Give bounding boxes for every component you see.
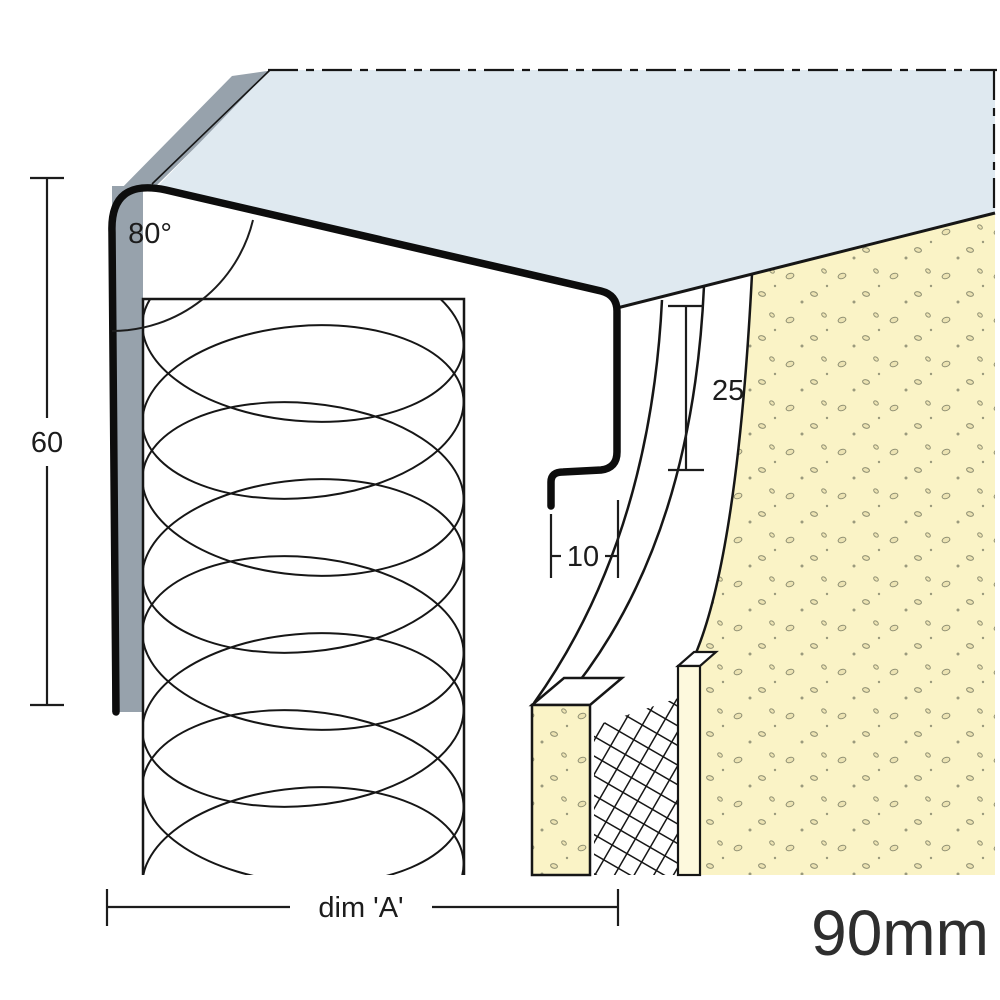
- width-dimension-label: dim 'A': [318, 892, 403, 924]
- render-strip-top-face: [528, 676, 626, 707]
- flashing-profile-outline: [108, 184, 621, 716]
- dimension-25: [668, 304, 704, 472]
- flashing-top-surface: [158, 70, 995, 308]
- render-strip: [530, 703, 592, 877]
- flashing-fold-edge: [616, 211, 996, 310]
- flashing-inner-corner: [114, 70, 274, 196]
- dimensions: [30, 176, 704, 926]
- insulation-outline: [141, 297, 466, 875]
- drip-dimension-label: 10: [567, 541, 599, 573]
- render-curve-middle: [561, 285, 706, 704]
- dimension-10: [549, 500, 620, 578]
- bead-strip: [676, 664, 702, 877]
- chain-lines: [268, 68, 997, 214]
- dimension-a: [105, 889, 620, 926]
- angle-arc: [111, 219, 254, 332]
- height-dimension-label: 60: [31, 427, 63, 459]
- insulation: [141, 297, 466, 875]
- mesh-hatch: [594, 698, 678, 875]
- render-wall: [528, 213, 995, 877]
- render-wall-body: [692, 213, 995, 875]
- dimension-60: [30, 176, 64, 707]
- render-curve-inner: [532, 299, 664, 704]
- angle-dimension-label: 80°: [128, 218, 172, 250]
- downstand-dimension-label: 25: [712, 375, 744, 407]
- product-size-label: 90mm: [811, 897, 989, 969]
- render-curve-outer: [690, 273, 754, 663]
- flashing-left-edge: [151, 69, 271, 185]
